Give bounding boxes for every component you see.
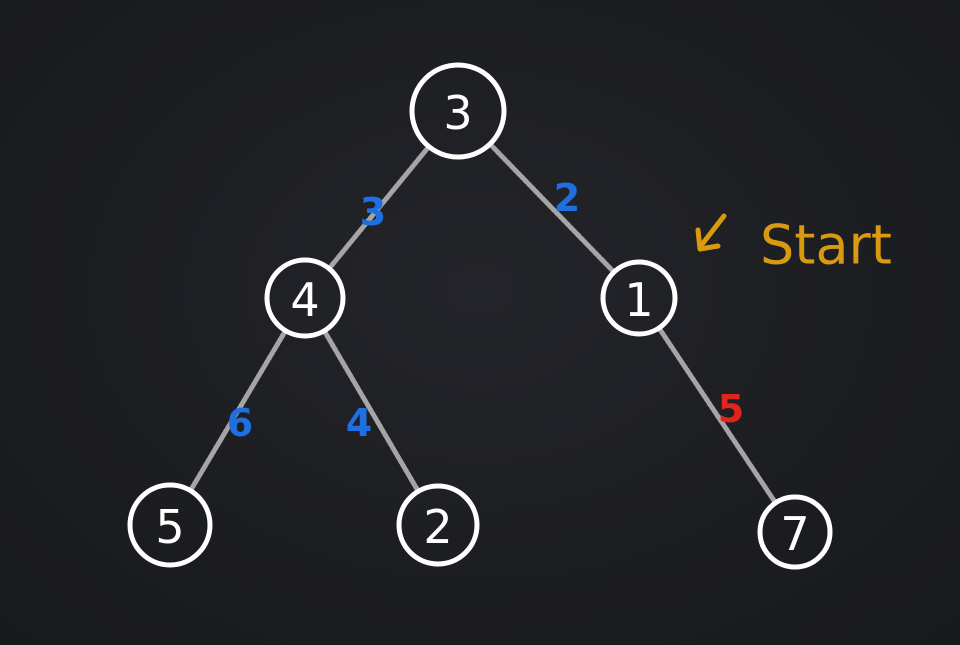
- edge-weight-label: 2: [554, 176, 580, 220]
- node-3: 3: [409, 62, 507, 160]
- edge-weight-label: 4: [346, 401, 372, 445]
- node-circle: [757, 494, 833, 570]
- edges-layer: [187, 141, 779, 506]
- node-label: 5: [155, 500, 184, 554]
- node-2: 2: [396, 483, 480, 567]
- edge-n3-n4: [326, 144, 432, 272]
- node-label: 1: [624, 273, 653, 327]
- arrow-down-left-icon: [695, 213, 727, 252]
- node-4: 4: [264, 257, 346, 339]
- node-1: 1: [600, 259, 678, 337]
- node-circle: [127, 482, 213, 568]
- node-circle: [264, 257, 346, 339]
- node-circle: [396, 483, 480, 567]
- start-label: Start: [760, 214, 892, 277]
- node-label: 3: [443, 86, 472, 140]
- edge-n4-n2: [321, 328, 421, 494]
- edge-weight-label: 5: [718, 387, 744, 431]
- weights-layer: 3 2 6 4 5: [227, 176, 744, 445]
- node-label: 4: [290, 273, 319, 327]
- node-5: 5: [127, 482, 213, 568]
- node-label: 7: [780, 507, 809, 561]
- start-annotation: Start: [695, 213, 892, 277]
- edge-weight-label: 6: [227, 401, 253, 445]
- node-7: 7: [757, 494, 833, 570]
- node-circle: [600, 259, 678, 337]
- edge-weight-label: 3: [360, 190, 386, 234]
- edge-n4-n5: [187, 328, 289, 494]
- node-label: 2: [423, 500, 452, 554]
- edge-n3-n1: [487, 141, 617, 275]
- node-circle: [409, 62, 507, 160]
- edge-n1-n7: [656, 325, 779, 506]
